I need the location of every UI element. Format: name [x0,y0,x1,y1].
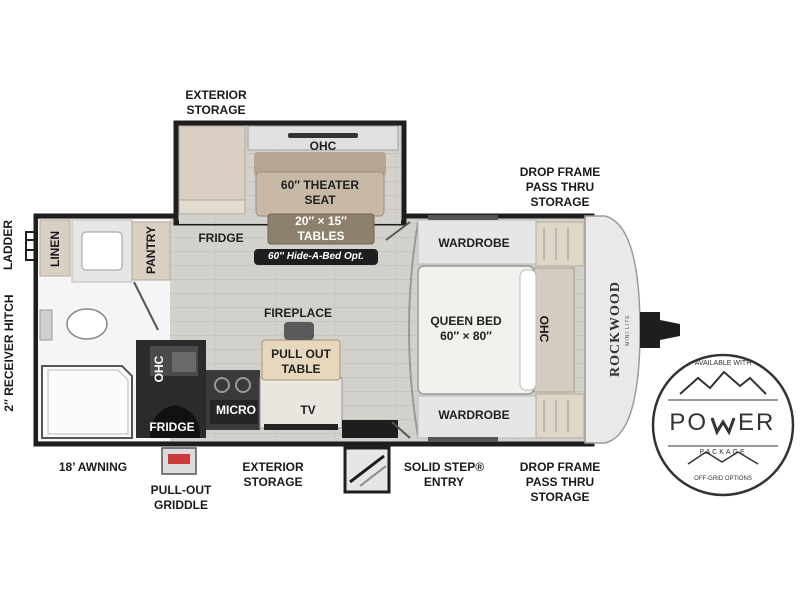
slide-door-left [385,221,411,241]
queen-bed-line2: 60″ × 80″ [440,329,492,343]
theater-seat-line1: 60″ THEATER [280,178,360,192]
pull-out-griddle-line1: PULL-OUT [150,483,212,497]
hide-a-bed-badge: 60″ Hide-A-Bed Opt. [254,249,378,265]
theater-tables [267,213,375,245]
pull-out-griddle-label: PULL-OUT GRIDDLE [136,483,226,513]
brand-sub: MINI LITE [625,314,631,346]
logo-package: PACKAGE [699,449,747,456]
tables-label: 20″ × 15″ TABLES [268,214,374,244]
solid-step-entry-label: SOLID STEP® ENTRY [396,460,492,490]
w-wave-icon [710,417,736,436]
logo-off-grid: OFF-GRID OPTIONS [694,476,752,482]
exterior-storage-top-line1: EXTERIOR [185,88,247,102]
brand-name: ROCKWOOD [608,281,623,377]
wardrobe-bottom-label: WARDROBE [438,408,510,422]
fireplace-label: FIREPLACE [263,306,332,320]
ohc-handle [288,133,358,138]
exterior-storage-top-line2: STORAGE [186,103,246,117]
ladder-label: LADDER [1,220,15,270]
drop-frame-bottom-line2: PASS THRU [525,475,595,489]
ohc-bed-label: OHC [537,315,551,343]
kitchen [136,340,398,438]
solid-step-entry-line2: ENTRY [423,475,465,489]
ladder-icon [25,231,37,261]
micro-label: MICRO [216,403,256,417]
pull-out-table-line2: TABLE [281,362,321,376]
queen-bed-label: QUEEN BED 60″ × 80″ [420,314,512,344]
pull-out-table-label: PULL OUT TABLE [262,347,340,377]
drop-frame-top-line3: STORAGE [530,195,590,209]
entry-step [343,446,391,494]
pull-out-table-line1: PULL OUT [271,347,331,361]
drop-frame-top-line2: PASS THRU [525,180,595,194]
drop-frame-bottom-label: DROP FRAME PASS THRU STORAGE [500,460,620,505]
ohc-top-label: OHC [309,139,337,153]
drop-frame-bottom-line1: DROP FRAME [519,460,601,474]
drop-frame-top-label: DROP FRAME PASS THRU STORAGE [500,165,620,210]
exterior-storage-bottom-label: EXTERIOR STORAGE [228,460,318,490]
exterior-storage-bottom-line2: STORAGE [243,475,303,489]
tables-line1: 20″ × 15″ [295,214,347,228]
fridge-top-label: FRIDGE [198,231,244,245]
power-package-logo: AVAILABLE WITH PO ER PACKAGE OFF-GRID OP… [650,352,796,498]
awning-label: 18’ AWNING [58,460,128,474]
theater-seat-backrest [254,152,386,176]
exterior-storage-cabinet [178,125,246,215]
wardrobe-top-label: WARDROBE [438,236,510,250]
exterior-storage-top-label: EXTERIOR STORAGE [172,88,260,118]
queen-bed-line1: QUEEN BED [430,314,502,328]
linen-label: LINEN [48,231,62,267]
drop-frame-bottom-line3: STORAGE [530,490,590,504]
logo-word-right: ER [738,409,776,436]
ohc-kitchen-label: OHC [152,355,166,383]
bedroom [408,219,585,439]
exterior-storage-bottom-line1: EXTERIOR [242,460,304,474]
tv-label: TV [300,403,316,417]
fridge-bottom-label: FRIDGE [149,420,195,434]
pull-out-griddle-line2: GRIDDLE [154,498,208,512]
window-bottom [428,437,498,442]
bathroom [38,219,171,441]
solid-step-entry-line1: SOLID STEP® [403,460,485,474]
logo-available-with: AVAILABLE WITH [694,360,752,367]
fridge-cabinet-top [178,199,246,215]
logo-ring [651,353,795,497]
receiver-hitch-label: 2″ RECEIVER HITCH [2,294,16,412]
drop-frame-top-line1: DROP FRAME [519,165,601,179]
griddle-box [161,447,197,475]
pantry-label: PANTRY [144,226,158,274]
slide-door-right [391,421,411,439]
theater-seat-line2: SEAT [304,193,336,207]
hitch-tongue [640,312,680,348]
logo-word-left: PO [669,409,708,436]
window-top [428,215,498,220]
theater-seat-label: 60″ THEATER SEAT [256,178,384,208]
tables-line2: TABLES [297,229,345,243]
dinette-chair [284,322,314,340]
